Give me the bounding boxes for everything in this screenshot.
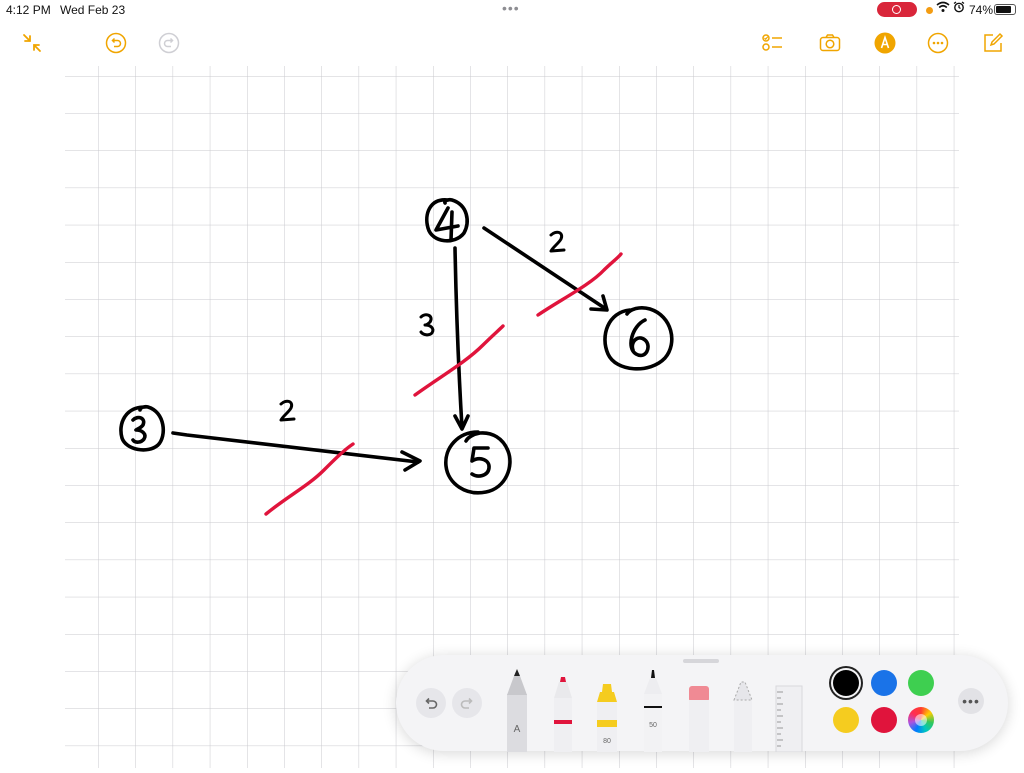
palette-redo-icon[interactable] bbox=[452, 688, 482, 718]
highlighter-opacity: 80 bbox=[603, 738, 611, 745]
node-circle bbox=[603, 306, 674, 371]
palette-more-button[interactable]: ••• bbox=[958, 688, 984, 714]
redo-icon[interactable] bbox=[157, 31, 181, 55]
edge-line bbox=[482, 226, 608, 311]
edge-line bbox=[171, 431, 420, 464]
multitasking-dots[interactable]: ••• bbox=[502, 0, 520, 16]
marker-tool[interactable] bbox=[548, 668, 578, 754]
edge-arrowhead bbox=[589, 294, 609, 312]
fineliner-width: 50 bbox=[649, 722, 657, 729]
graph-node bbox=[603, 306, 674, 371]
strike-mark bbox=[536, 252, 623, 317]
compose-icon[interactable] bbox=[981, 31, 1005, 55]
battery-percent: 74% bbox=[969, 3, 994, 17]
pen-tool[interactable]: A bbox=[502, 668, 532, 754]
edge-weight bbox=[549, 230, 566, 253]
edge-line bbox=[453, 246, 464, 430]
eraser-tool[interactable] bbox=[684, 668, 714, 754]
pen-tool-label: A bbox=[513, 724, 521, 735]
edge-weight bbox=[279, 399, 296, 422]
node-label bbox=[470, 446, 491, 478]
node-label bbox=[131, 415, 147, 444]
node-label bbox=[629, 318, 650, 358]
status-time: 4:12 PM bbox=[6, 3, 51, 17]
lasso-tool[interactable] bbox=[728, 668, 758, 754]
strike-mark bbox=[413, 324, 505, 397]
graph-node bbox=[444, 430, 512, 495]
microphone-indicator bbox=[926, 7, 933, 14]
checklist-icon[interactable] bbox=[760, 31, 784, 55]
palette-grabber[interactable] bbox=[683, 659, 719, 663]
edge-arrowhead bbox=[400, 450, 422, 472]
color-blue[interactable] bbox=[871, 670, 897, 696]
camera-icon[interactable] bbox=[818, 31, 842, 55]
edge-arrowhead bbox=[453, 414, 470, 431]
more-icon[interactable] bbox=[926, 31, 950, 55]
status-date: Wed Feb 23 bbox=[60, 3, 126, 17]
wifi-icon bbox=[936, 1, 950, 16]
color-green[interactable] bbox=[908, 670, 934, 696]
node-circle bbox=[444, 430, 512, 495]
graph-edge bbox=[482, 226, 609, 312]
color-red[interactable] bbox=[871, 707, 897, 733]
fineliner-tool[interactable]: 50 bbox=[638, 668, 668, 754]
edge-weight bbox=[419, 313, 435, 337]
color-picker-wheel-icon[interactable] bbox=[908, 707, 934, 733]
graph-edge bbox=[453, 246, 470, 431]
highlighter-tool[interactable]: 80 bbox=[592, 668, 622, 754]
node-circle bbox=[119, 404, 166, 452]
handwritten-graph bbox=[119, 197, 674, 516]
undo-icon[interactable] bbox=[104, 31, 128, 55]
graph-node bbox=[119, 404, 166, 452]
node-circle bbox=[425, 197, 469, 243]
graph-edge bbox=[171, 431, 422, 472]
note-canvas[interactable] bbox=[65, 66, 959, 768]
palette-undo-icon[interactable] bbox=[416, 688, 446, 718]
grid-paper bbox=[65, 66, 959, 768]
markup-icon[interactable] bbox=[873, 31, 897, 55]
strike-mark bbox=[264, 442, 355, 516]
collapse-icon[interactable] bbox=[20, 31, 44, 55]
alarm-icon bbox=[953, 1, 965, 16]
color-yellow[interactable] bbox=[833, 707, 859, 733]
graph-node bbox=[425, 197, 469, 243]
color-black-selected[interactable] bbox=[833, 670, 859, 696]
node-label bbox=[434, 206, 460, 242]
status-bar: 4:12 PM Wed Feb 23 ••• 74% bbox=[0, 0, 1024, 22]
ruler-tool[interactable] bbox=[774, 668, 804, 753]
screen-recording-indicator[interactable] bbox=[877, 2, 917, 17]
battery-icon bbox=[994, 4, 1016, 15]
